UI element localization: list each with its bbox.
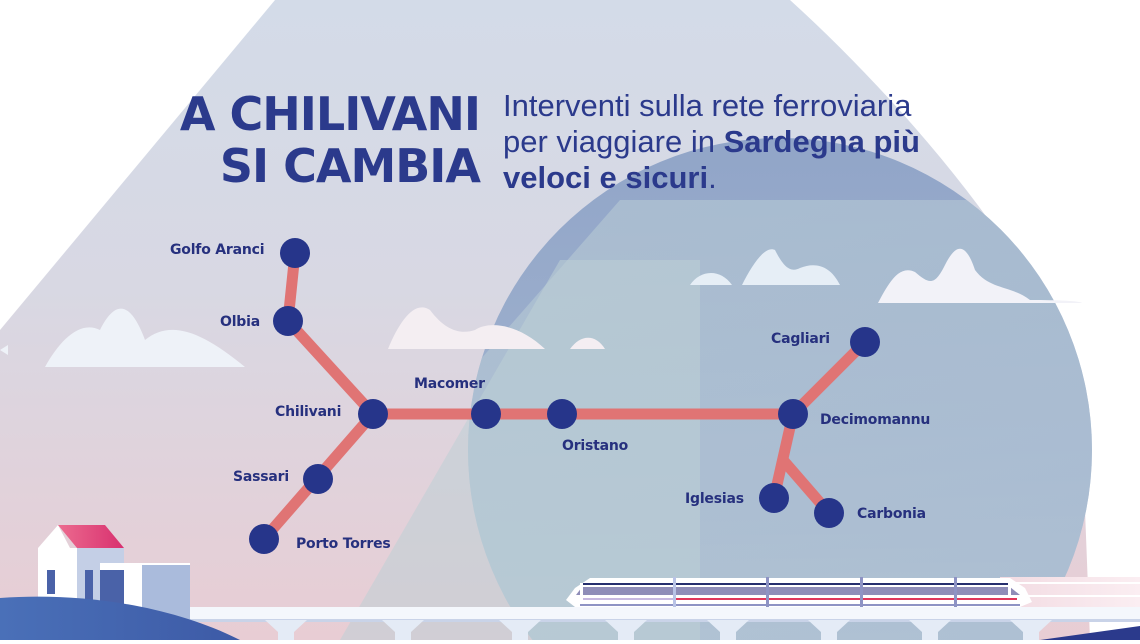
- station-label-golfo-aranci: Golfo Aranci: [170, 242, 265, 258]
- train-illustration: [566, 577, 1032, 607]
- subtitle-line-2-regular: per viaggiare in: [503, 124, 724, 159]
- subtitle-line-3-bold: veloci e sicuri: [503, 160, 709, 195]
- title-line-1: A CHILIVANI: [179, 87, 481, 141]
- page-title: A CHILIVANI SI CAMBIA: [130, 87, 481, 193]
- station-label-chilivani: Chilivani: [275, 404, 342, 420]
- viaduct-deck: [190, 607, 1140, 619]
- cloud-right: [878, 248, 1082, 303]
- station-label-cagliari: Cagliari: [771, 331, 830, 347]
- subtitle-line-2-bold: Sardegna più: [723, 124, 920, 159]
- subtitle-line-2: per viaggiare in Sardegna più: [503, 124, 1023, 160]
- station-label-iglesias: Iglesias: [685, 491, 744, 507]
- station-label-sassari: Sassari: [233, 469, 289, 485]
- station-label-carbonia: Carbonia: [857, 506, 926, 522]
- cloud-left: [45, 308, 245, 367]
- cloud-top-right: [690, 249, 840, 285]
- station-label-olbia: Olbia: [220, 314, 260, 330]
- title-line-2: SI CAMBIA: [219, 139, 481, 193]
- station-dots: [249, 238, 880, 554]
- subtitle: Interventi sulla rete ferroviaria per vi…: [503, 88, 1023, 196]
- station-label-oristano: Oristano: [562, 438, 629, 454]
- station-label-decimomannu: Decimomannu: [820, 412, 931, 428]
- subtitle-line-3: veloci e sicuri.: [503, 160, 1023, 196]
- viaduct-pillars: [265, 620, 1052, 640]
- subtitle-line-3-end: .: [708, 160, 717, 195]
- cloud-center: [388, 307, 605, 349]
- ground-hill: [0, 596, 240, 640]
- station-label-macomer: Macomer: [414, 376, 485, 392]
- subtitle-line-1: Interventi sulla rete ferroviaria: [503, 88, 912, 123]
- station-label-porto-torres: Porto Torres: [296, 536, 391, 552]
